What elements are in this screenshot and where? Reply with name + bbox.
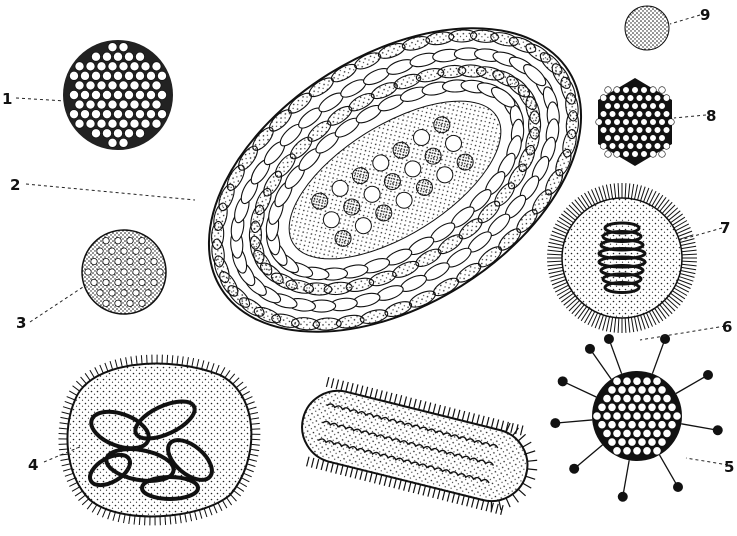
virion-4-enveloped-coiled — [58, 355, 260, 526]
virion-rod-bullet — [292, 374, 547, 521]
label-8: 8 — [706, 107, 716, 125]
label-5: 5 — [724, 458, 734, 476]
virion-2-large-oval — [155, 0, 635, 395]
virion-5-spiked — [550, 334, 722, 502]
virion-9-small — [625, 6, 669, 50]
label-7: 7 — [720, 219, 730, 237]
virion-1-icosahedral — [63, 40, 173, 150]
virion-3-spherical — [82, 230, 166, 314]
label-1: 1 — [2, 90, 12, 108]
virion-8-hexagonal — [596, 78, 675, 166]
label-4: 4 — [28, 456, 38, 474]
label-6: 6 — [722, 318, 732, 336]
label-3: 3 — [16, 314, 26, 332]
label-2: 2 — [10, 176, 20, 194]
virion-7-fringed — [547, 183, 697, 333]
label-9: 9 — [700, 6, 710, 24]
